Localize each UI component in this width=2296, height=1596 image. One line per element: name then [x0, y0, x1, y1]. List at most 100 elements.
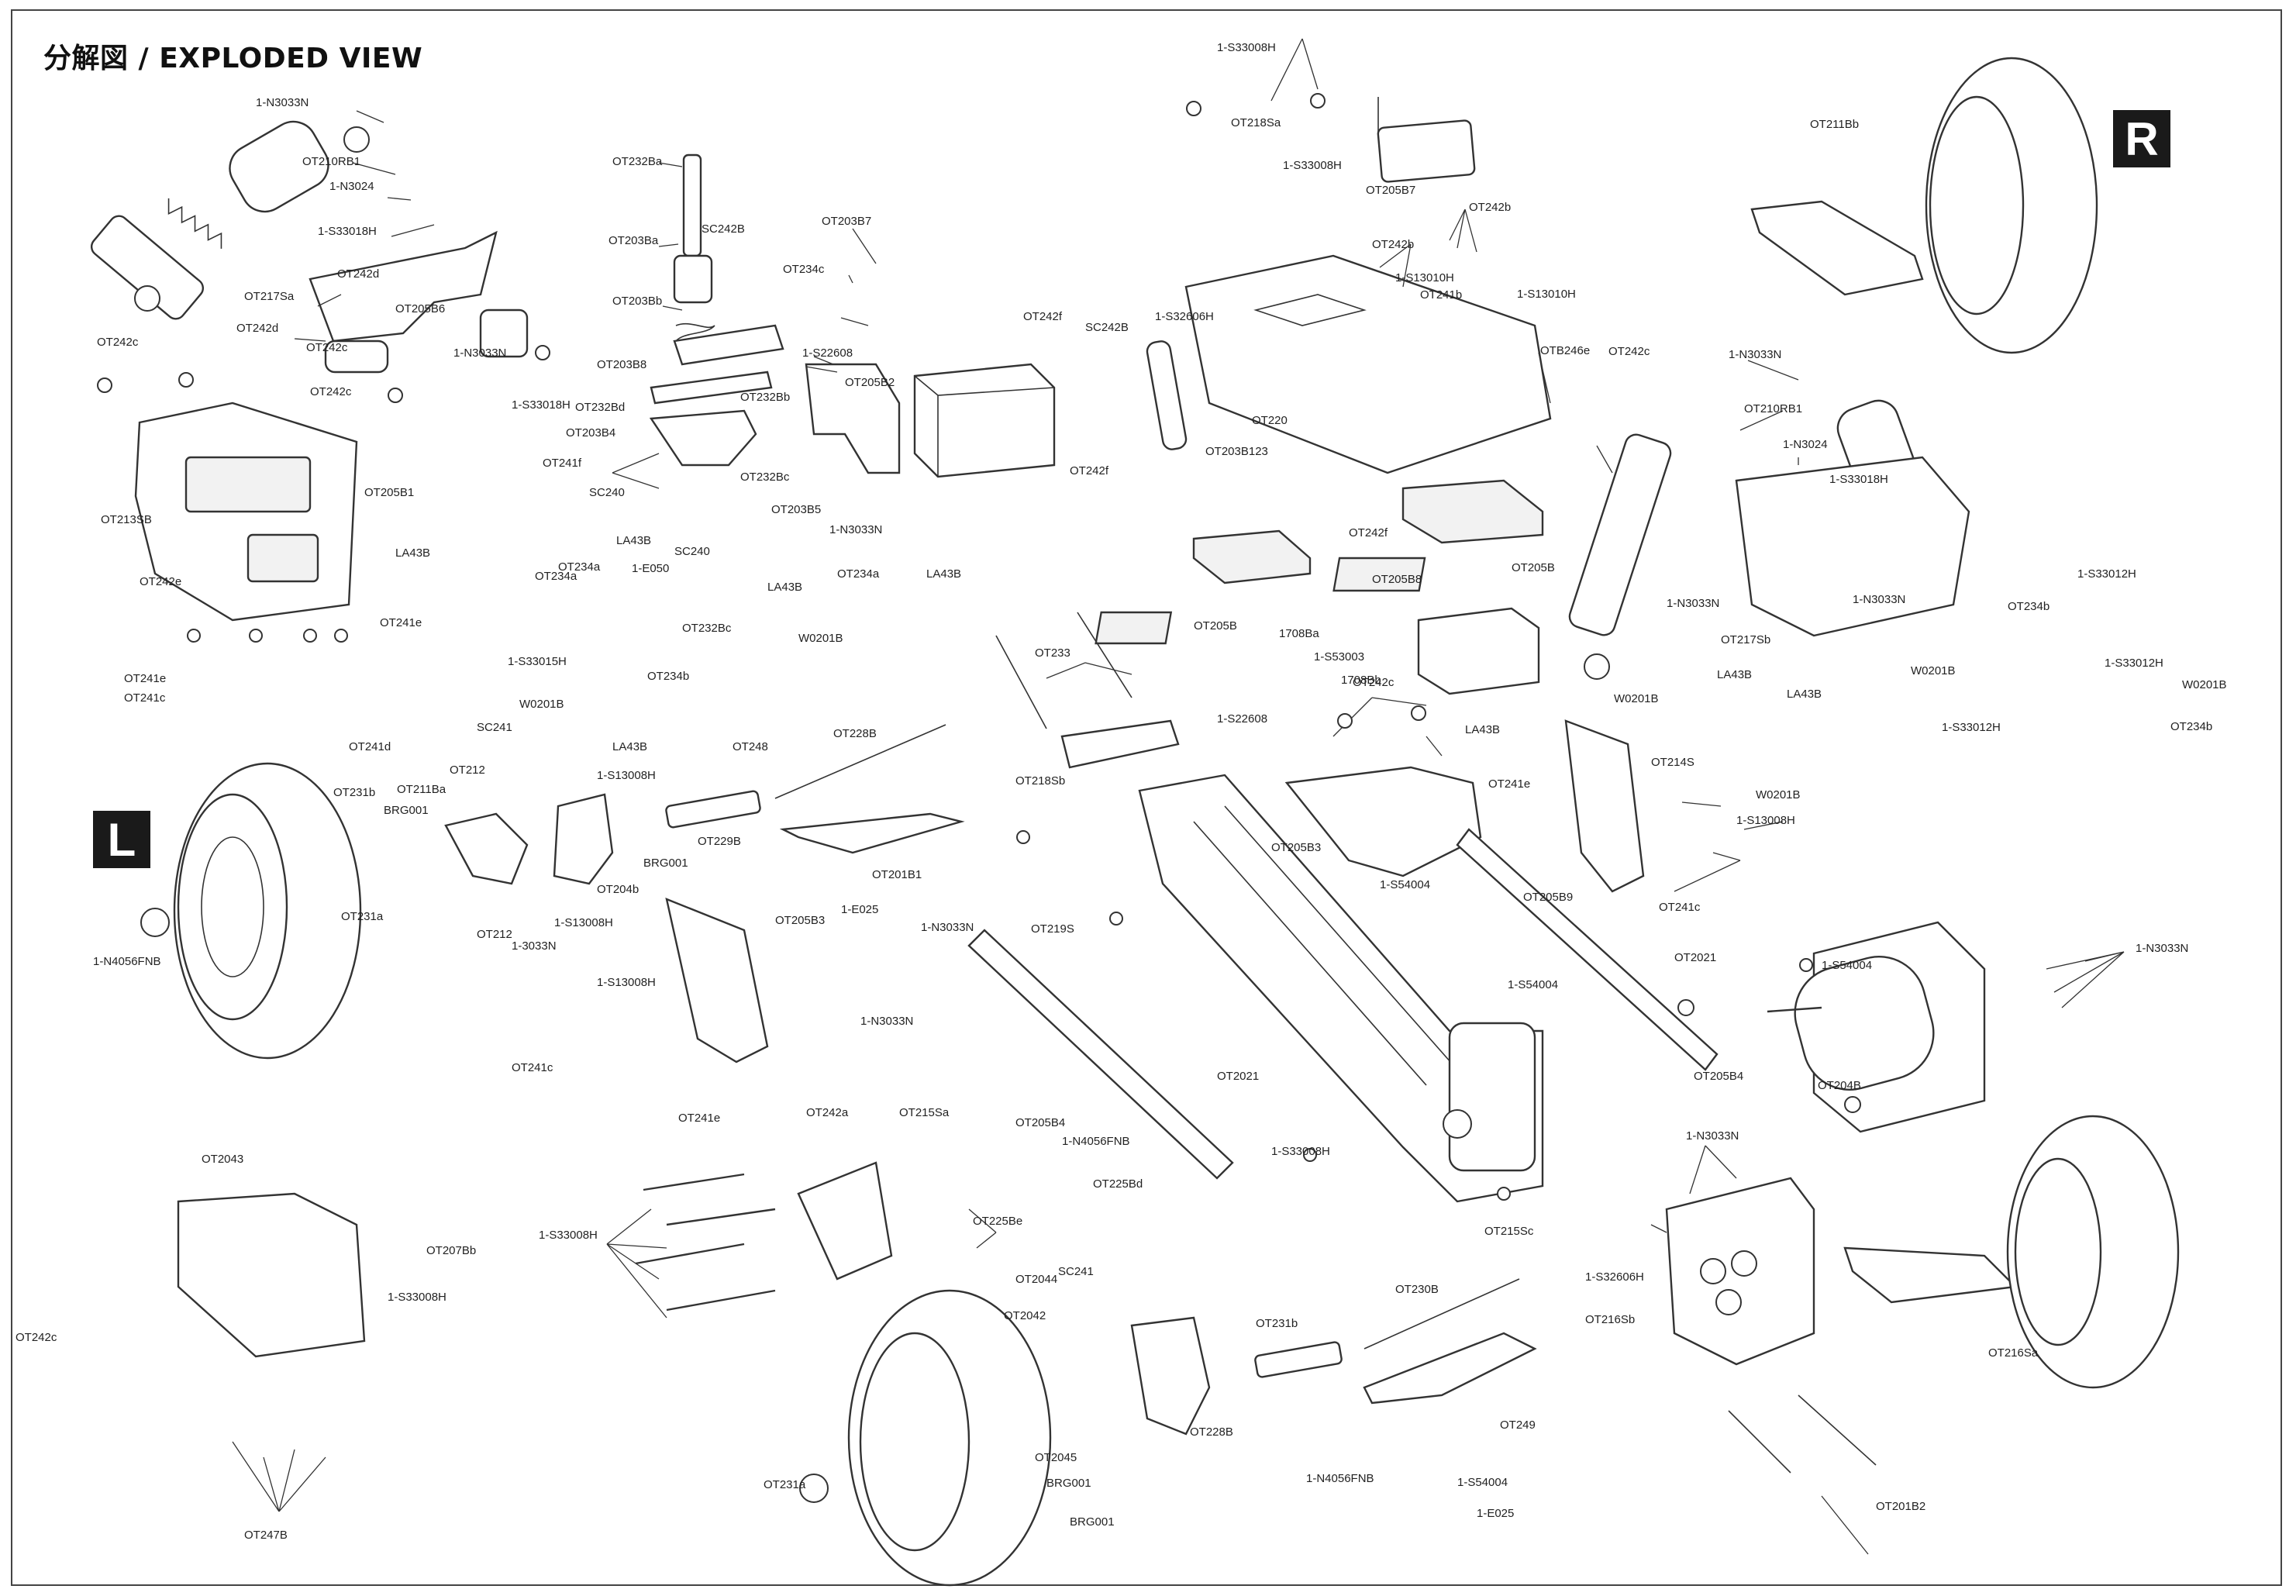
part-number-label: OT218Sa	[1231, 116, 1281, 129]
part-number-label: LA43B	[616, 534, 651, 547]
part-number-label: OT241e	[1488, 777, 1530, 791]
part-number-label: 1-S33018H	[318, 225, 377, 238]
part-number-label: OT242c	[16, 1331, 57, 1344]
part-number-label: BRG001	[643, 857, 688, 870]
part-number-label: OT230B	[1395, 1283, 1439, 1296]
part-number-label: OT214S	[1651, 756, 1694, 769]
part-number-label: 1-S33008H	[539, 1229, 598, 1242]
part-number-label: OT220	[1252, 414, 1288, 427]
part-number-label: OT205B4	[1694, 1070, 1743, 1083]
part-number-label: BRG001	[1070, 1515, 1115, 1529]
front-skid	[177, 1192, 366, 1358]
part-number-label: OT242f	[1070, 464, 1109, 477]
part-number-label: 1-S32606H	[1155, 310, 1214, 323]
part-number-label: 1-S22608	[802, 346, 853, 360]
part-number-label: LA43B	[1717, 668, 1752, 681]
part-number-label: OTB246e	[1540, 344, 1590, 357]
part-number-label: OT242c	[306, 341, 348, 354]
wheel-rear-right	[2006, 1115, 2180, 1389]
part-number-label: 1-N3024	[1783, 438, 1828, 451]
part-number-label: OT242d	[337, 267, 379, 281]
part-number-label: OT233	[1035, 646, 1070, 660]
part-number-label: W0201B	[1756, 788, 1801, 801]
part-number-label: OT241e	[124, 672, 166, 685]
part-number-label: BRG001	[384, 804, 429, 817]
main-chassis	[1138, 774, 1544, 1203]
part-number-label: OT215Sc	[1484, 1225, 1534, 1238]
wheel-rear-left	[847, 1289, 1052, 1587]
part-number-label: OT205B6	[395, 302, 445, 315]
part-number-label: 1-N4056FNB	[93, 955, 161, 968]
part-number-label: 1708Bb	[1341, 674, 1381, 687]
part-number-label: SC242B	[1085, 321, 1129, 334]
part-number-label: OT2021	[1217, 1070, 1259, 1083]
part-number-label: OT234b	[2170, 720, 2212, 733]
part-number-label: OT242c	[97, 336, 139, 349]
part-number-label: OT203B5	[771, 503, 821, 516]
part-number-label: OT234a	[558, 560, 601, 574]
part-number-label: OT232Ba	[612, 155, 663, 168]
part-number-label: OT234a	[535, 570, 577, 583]
part-number-label: 1-S33015H	[508, 655, 567, 668]
part-number-label: OT201B1	[872, 868, 922, 881]
part-number-label: OT219S	[1031, 922, 1074, 936]
part-number-label: 1708Ba	[1279, 627, 1319, 640]
part-number-label: OT212	[477, 928, 512, 941]
side-badge-left: L	[93, 811, 150, 868]
part-number-label: 1-S33008H	[1283, 159, 1342, 172]
part-number-label: OT213SB	[101, 513, 152, 526]
part-number-label: OT207Bb	[426, 1244, 476, 1257]
part-number-label: OT204B	[1818, 1079, 1861, 1092]
part-number-label: W0201B	[798, 632, 843, 645]
part-number-label: OT211Bb	[1810, 118, 1859, 131]
part-number-label: 1-S33008H	[1217, 41, 1276, 54]
part-number-label: 1-S33012H	[1942, 721, 2001, 734]
part-number-label: OT228B	[1190, 1425, 1233, 1439]
part-number-label: OT205B9	[1523, 891, 1573, 904]
part-number-label: 1-S54004	[1508, 978, 1558, 991]
part-number-label: 1-S54004	[1822, 959, 1872, 972]
part-number-label: W0201B	[519, 698, 564, 711]
part-number-label: 1-S13008H	[597, 976, 656, 989]
part-number-label: OT204b	[597, 883, 639, 896]
part-number-label: 1-S33012H	[2105, 657, 2163, 670]
part-number-label: OT232Bc	[740, 471, 790, 484]
part-number-label: LA43B	[767, 581, 802, 594]
part-number-label: OT242c	[1608, 345, 1650, 358]
wheel-front-left	[173, 762, 362, 1060]
part-number-label: OT242c	[310, 385, 352, 398]
part-number-label: 1-N4056FNB	[1306, 1472, 1374, 1485]
part-number-label: W0201B	[2182, 678, 2227, 691]
part-number-label: OT241b	[1420, 288, 1462, 302]
part-number-label: W0201B	[1911, 664, 1956, 677]
part-number-label: 1-N3033N	[1667, 597, 1719, 610]
part-number-label: 1-N3033N	[829, 523, 882, 536]
parts-art	[90, 97, 2018, 1474]
part-number-label: LA43B	[395, 546, 430, 560]
part-number-label: OT211Ba	[397, 783, 446, 796]
part-number-label: LA43B	[612, 740, 647, 753]
part-number-label: OT242a	[806, 1106, 849, 1119]
part-number-label: OT215Sa	[899, 1106, 950, 1119]
part-number-label: LA43B	[1787, 688, 1822, 701]
part-number-label: 1-N3033N	[453, 346, 506, 360]
part-number-label: OT205B7	[1366, 184, 1415, 197]
leader-lines	[232, 38, 2125, 1555]
part-number-label: OT203B7	[822, 215, 871, 228]
part-number-label: OT241c	[124, 691, 166, 705]
part-number-label: OT205B1	[364, 486, 414, 499]
part-labels: 1-N3033NOT210RB11-N30241-S33018HOT217SaO…	[16, 41, 2227, 1542]
part-number-label: 1-S22608	[1217, 712, 1267, 726]
part-number-label: OT203Bb	[612, 295, 662, 308]
part-number-label: OT248	[733, 740, 768, 753]
left-shock	[90, 120, 370, 320]
part-number-label: OT241c	[1659, 901, 1701, 914]
part-number-label: OT203B123	[1205, 445, 1268, 458]
part-number-label: OT234a	[837, 567, 880, 581]
part-number-label: OT205B3	[1271, 841, 1321, 854]
part-number-label: OT242d	[236, 322, 278, 335]
part-number-label: OT241f	[543, 457, 582, 470]
receiver	[1377, 97, 1476, 183]
part-number-label: OT225Bd	[1093, 1177, 1143, 1191]
